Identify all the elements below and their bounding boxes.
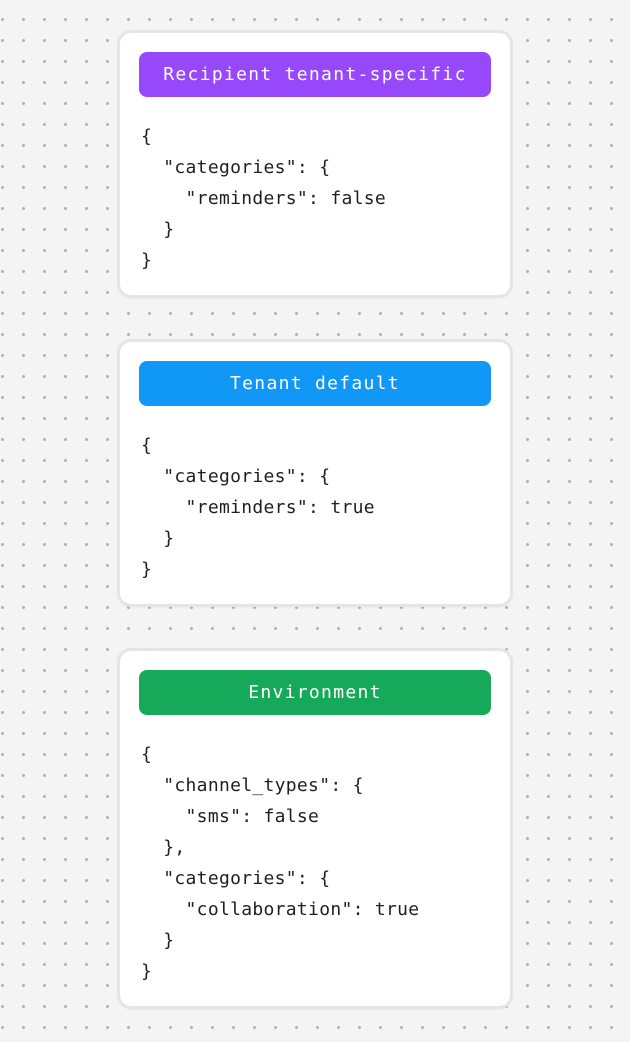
tenant-default-json: { "categories": { "reminders": true } } <box>141 435 375 580</box>
environment-badge: Environment <box>139 670 491 715</box>
recipient-tenant-specific-json: { "categories": { "reminders": false } } <box>141 126 387 271</box>
environment-card: Environment { "channel_types": { "sms": … <box>117 648 513 1009</box>
dotted-canvas: Recipient tenant-specific { "categories"… <box>117 30 513 1009</box>
recipient-tenant-specific-badge: Recipient tenant-specific <box>139 52 491 97</box>
environment-json: { "channel_types": { "sms": false }, "ca… <box>141 744 420 982</box>
tenant-default-card: Tenant default { "categories": { "remind… <box>117 339 513 607</box>
recipient-tenant-specific-card: Recipient tenant-specific { "categories"… <box>117 30 513 298</box>
tenant-default-badge: Tenant default <box>139 361 491 406</box>
